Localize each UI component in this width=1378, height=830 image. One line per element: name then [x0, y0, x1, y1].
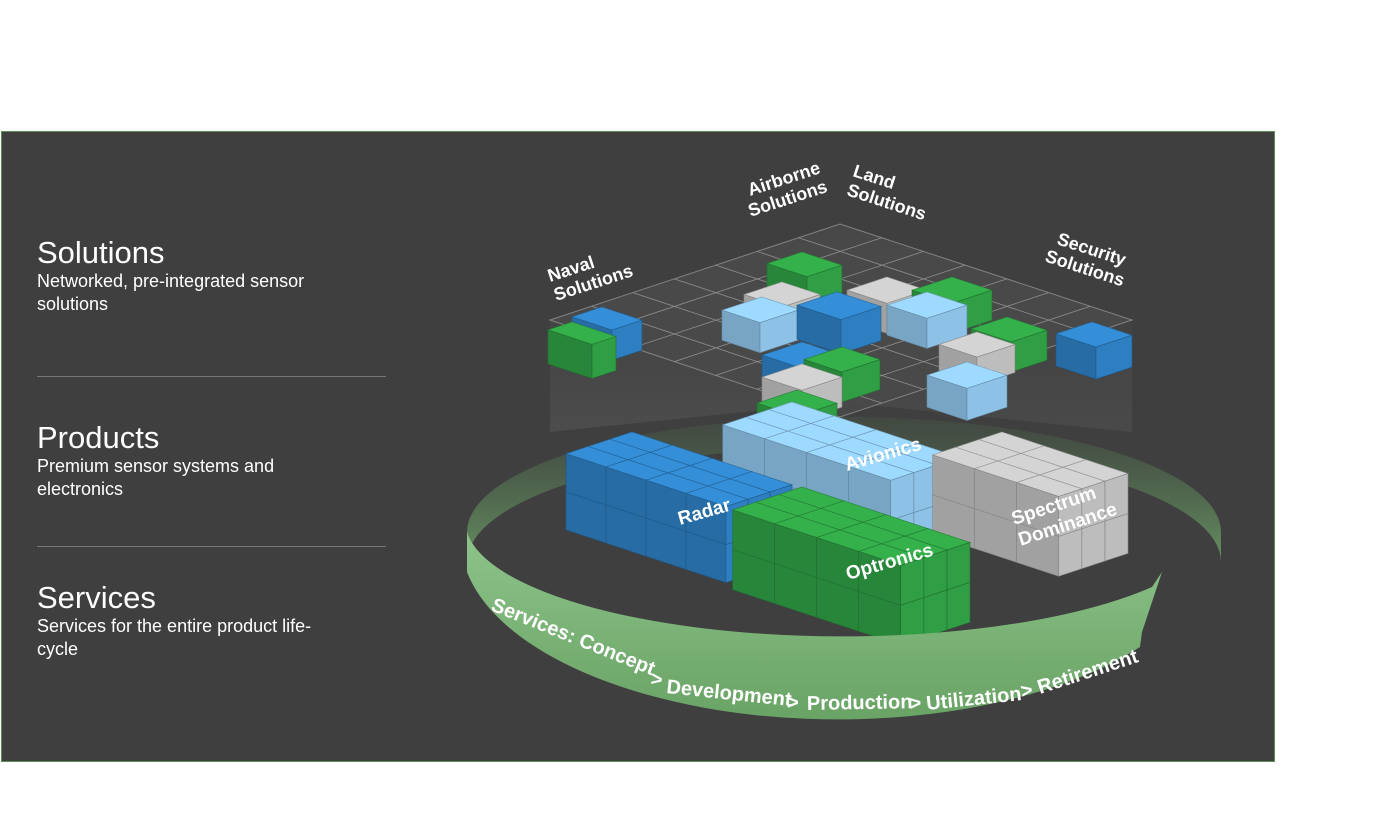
land-solutions-label: Land Solutions: [845, 161, 935, 224]
ring-separator: >: [909, 692, 922, 715]
solution-cubes: [547, 251, 1133, 451]
solutions-description: Networked, pre-integrated sensor solutio…: [37, 271, 305, 314]
ring-separator: >: [649, 668, 664, 691]
optronics-block: [731, 486, 971, 646]
portfolio-diagram: Naval Solutions Airborne Solutions Land …: [467, 156, 1221, 720]
products-title: Products: [37, 420, 160, 455]
services-section: Services Services for the entire product…: [37, 581, 327, 661]
ring-stage-label: Production: [807, 691, 913, 715]
diagram-panel: Solutions Networked, pre-integrated sens…: [1, 131, 1275, 762]
products-description: Premium sensor systems and electronics: [37, 456, 275, 499]
ring-separator: >: [1019, 679, 1034, 703]
services-ring-front: [467, 532, 1162, 720]
airborne-solutions-label: Airborne Solutions: [739, 156, 833, 221]
solution-cube: [721, 296, 801, 354]
products-section: Products Premium sensor systems and elec…: [37, 421, 327, 501]
solutions-title: Solutions: [37, 235, 165, 270]
solutions-section: Solutions Networked, pre-integrated sens…: [37, 236, 327, 316]
grid-line: [591, 237, 882, 335]
ring-separator: >: [787, 692, 799, 714]
solution-cube: [926, 361, 1008, 421]
solution-cube: [796, 291, 882, 355]
product-cubelet: [857, 543, 925, 606]
security-solutions-label: Security Solutions: [1043, 227, 1133, 290]
spectrum-dominance-block: [931, 431, 1129, 577]
solution-cube: [886, 291, 968, 349]
product-cubelet: [1015, 474, 1083, 537]
naval-solutions-label: Naval Solutions: [545, 241, 635, 304]
divider-2: [37, 546, 386, 547]
product-blocks: [565, 401, 1129, 646]
solution-cube: [547, 321, 617, 379]
services-title: Services: [37, 580, 156, 615]
divider-1: [37, 376, 386, 377]
solution-cube: [1055, 321, 1133, 380]
services-description: Services for the entire product life-cyc…: [37, 616, 312, 659]
